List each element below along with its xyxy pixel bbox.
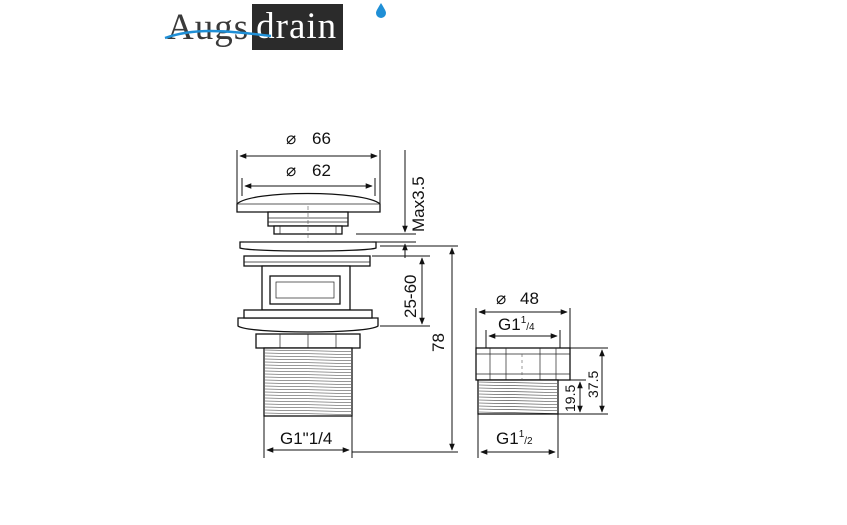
adapter-nut [475, 347, 571, 381]
water-drop-icon [376, 3, 386, 18]
lock-nut [237, 317, 379, 333]
dim-cap-outer-symbol: ⌀ [286, 129, 296, 148]
upper-ring [243, 255, 371, 267]
shaft-threads [264, 349, 352, 415]
dim-drain-thread: G1"1/4 [280, 429, 332, 448]
drain-flange [239, 241, 377, 252]
dim-adjust-range: 25-60 [401, 275, 420, 318]
dim-adapter-outer-symbol: ⌀ [496, 289, 506, 308]
dim-adapter-thread-height: 19.5 [562, 385, 578, 412]
dim-cap-inner-symbol: ⌀ [286, 161, 296, 180]
brand-logo: Augs drain [163, 4, 344, 50]
threaded-shaft [263, 347, 353, 417]
logo-word-augs: Augs [167, 6, 250, 48]
dim-adapter-top-thread: G11/4 [498, 315, 535, 334]
thread-adapter-drawing: ⌀ 48 G11/4 G11/2 19.5 37.5 [475, 289, 608, 458]
dim-cap-inner: 62 [312, 161, 331, 180]
dim-max-gap: Max3.5 [409, 176, 428, 232]
adapter-threads [478, 381, 558, 414]
dim-total-height: 78 [429, 333, 448, 352]
overflow-window [269, 275, 341, 305]
pop-up-drain-drawing: ⌀ 66 ⌀ 62 Max3.5 25-60 78 G1"1/4 [236, 129, 458, 458]
dim-adapter-total-height: 37.5 [585, 371, 601, 398]
dim-cap-outer: 66 [312, 129, 331, 148]
logo-text-boxed: drain [252, 4, 344, 50]
dim-adapter-bottom-thread: G11/2 [496, 429, 533, 448]
dim-adapter-outer: 48 [520, 289, 539, 308]
drain-cap [236, 192, 381, 213]
